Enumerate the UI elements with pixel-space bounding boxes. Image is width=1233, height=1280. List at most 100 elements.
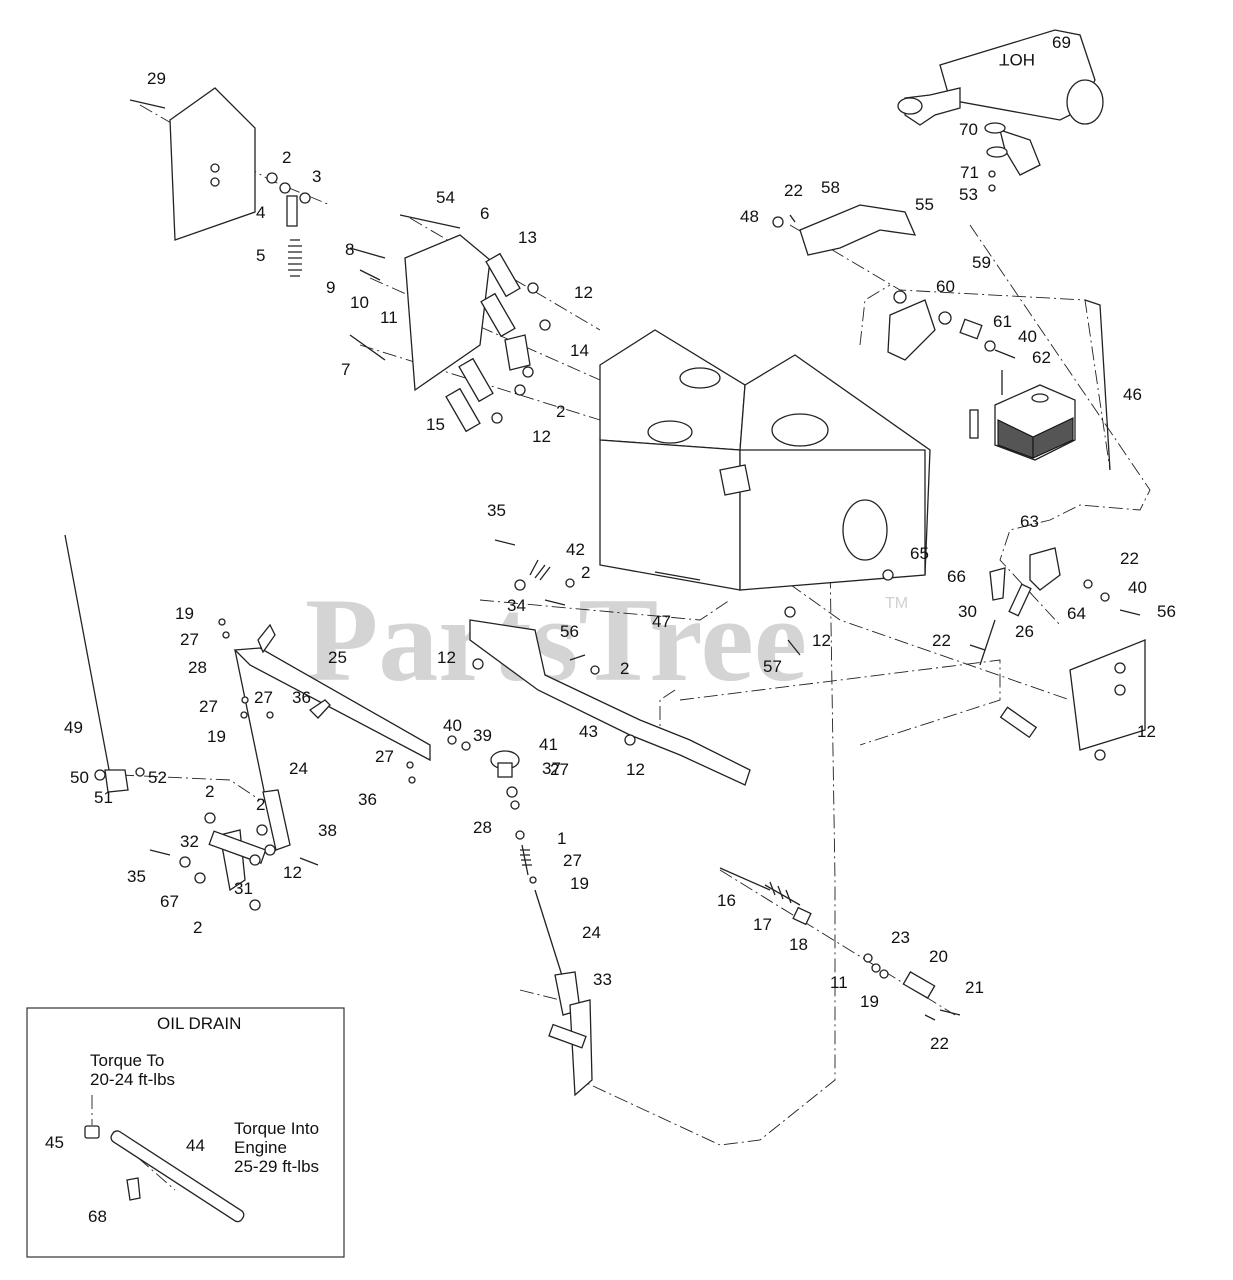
callout-53: 53 [959, 185, 978, 204]
control-lever-assembly [64, 534, 471, 911]
callout-12: 12 [812, 631, 831, 650]
callout-19: 19 [207, 727, 226, 746]
callout-2: 2 [581, 563, 590, 582]
callout-28: 28 [188, 658, 207, 677]
callout-61: 61 [993, 312, 1012, 331]
callout-27: 27 [254, 688, 273, 707]
knob-rod-assembly [490, 750, 593, 1097]
callout-2: 2 [556, 402, 565, 421]
torque-into-line3: 25-29 ft-lbs [234, 1157, 319, 1176]
callout-24: 24 [289, 759, 308, 778]
callout-56: 56 [560, 622, 579, 641]
inset-title: OIL DRAIN [157, 1014, 241, 1033]
callout-36: 36 [358, 790, 377, 809]
callout-21: 21 [965, 978, 984, 997]
watermark-trademark: TM [885, 595, 908, 612]
callout-67: 67 [160, 892, 179, 911]
callout-12: 12 [626, 760, 645, 779]
callout-65: 65 [910, 544, 929, 563]
callout-48: 48 [740, 207, 759, 226]
oil-drain-inset: OIL DRAIN Torque To 20-24 ft-lbs Torque … [26, 1007, 345, 1258]
callout-37: 37 [542, 759, 561, 778]
callout-22: 22 [1120, 549, 1139, 568]
callout-12: 12 [574, 283, 593, 302]
callout-15: 15 [426, 415, 445, 434]
callout-54: 54 [436, 188, 455, 207]
callout-40: 40 [1018, 327, 1037, 346]
callout-39: 39 [473, 726, 492, 745]
muffler: HOT [897, 29, 1104, 192]
callout-57: 57 [763, 657, 782, 676]
callout-22: 22 [784, 181, 803, 200]
callout-6: 6 [480, 204, 489, 223]
callout-33: 33 [593, 970, 612, 989]
callout-52: 52 [148, 768, 167, 787]
inset-callout-68: 68 [88, 1207, 107, 1226]
callout-29: 29 [147, 69, 166, 88]
center-plate [349, 214, 551, 433]
callout-62: 62 [1032, 348, 1051, 367]
callout-5: 5 [256, 246, 265, 265]
callout-18: 18 [789, 935, 808, 954]
callout-23: 23 [891, 928, 910, 947]
callout-27: 27 [375, 747, 394, 766]
callout-50: 50 [70, 768, 89, 787]
torque-to-line1: Torque To [90, 1051, 164, 1070]
callout-27: 27 [199, 697, 218, 716]
callout-35: 35 [487, 501, 506, 520]
callout-70: 70 [959, 120, 978, 139]
torque-into-line1: Torque Into [234, 1119, 319, 1138]
callout-12: 12 [283, 863, 302, 882]
callout-31: 31 [234, 879, 253, 898]
cable-assembly [719, 867, 961, 1021]
callout-46: 46 [1123, 385, 1142, 404]
callout-9: 9 [326, 278, 335, 297]
callout-3: 3 [312, 167, 321, 186]
callout-22: 22 [932, 631, 951, 650]
callout-63: 63 [1020, 512, 1039, 531]
torque-into-line2: Engine [234, 1138, 287, 1157]
handle-bracket [772, 204, 1016, 439]
battery-block [994, 384, 1076, 461]
callout-2: 2 [256, 795, 265, 814]
callout-labels: 69 70 71 53 29 2 3 4 5 54 6 13 8 9 10 11… [64, 33, 1176, 1053]
callout-2: 2 [193, 918, 202, 937]
callout-17: 17 [753, 915, 772, 934]
callout-27: 27 [563, 851, 582, 870]
callout-69: 69 [1052, 33, 1071, 52]
inset-callout-45: 45 [45, 1133, 64, 1152]
callout-60: 60 [936, 277, 955, 296]
shift-rod [469, 539, 801, 786]
mounting-plate-left [129, 87, 311, 277]
callout-11: 11 [830, 973, 848, 992]
callout-59: 59 [972, 253, 991, 272]
callout-19: 19 [570, 874, 589, 893]
callout-16: 16 [717, 891, 736, 910]
inset-frame [26, 1007, 345, 1258]
callout-40: 40 [1128, 578, 1147, 597]
callout-40: 40 [443, 716, 462, 735]
callout-38: 38 [318, 821, 337, 840]
callout-55: 55 [915, 195, 934, 214]
callout-43: 43 [579, 722, 598, 741]
callout-42: 42 [566, 540, 585, 559]
callout-19: 19 [175, 604, 194, 623]
callout-12: 12 [532, 427, 551, 446]
callout-32: 32 [180, 832, 199, 851]
callout-22: 22 [930, 1034, 949, 1053]
throttle-linkage [882, 299, 1146, 761]
torque-to-line2: 20-24 ft-lbs [90, 1070, 175, 1089]
callout-8: 8 [345, 240, 354, 259]
callout-2: 2 [620, 659, 629, 678]
callout-19: 19 [860, 992, 879, 1011]
callout-12: 12 [1137, 722, 1156, 741]
callout-30: 30 [958, 602, 977, 621]
inset-callout-44: 44 [186, 1136, 205, 1155]
callout-51: 51 [94, 788, 113, 807]
callout-47: 47 [652, 612, 671, 631]
callout-1: 1 [557, 829, 566, 848]
callout-4: 4 [256, 203, 265, 222]
callout-27: 27 [550, 760, 569, 779]
callout-66: 66 [947, 567, 966, 586]
callout-26: 26 [1015, 622, 1034, 641]
